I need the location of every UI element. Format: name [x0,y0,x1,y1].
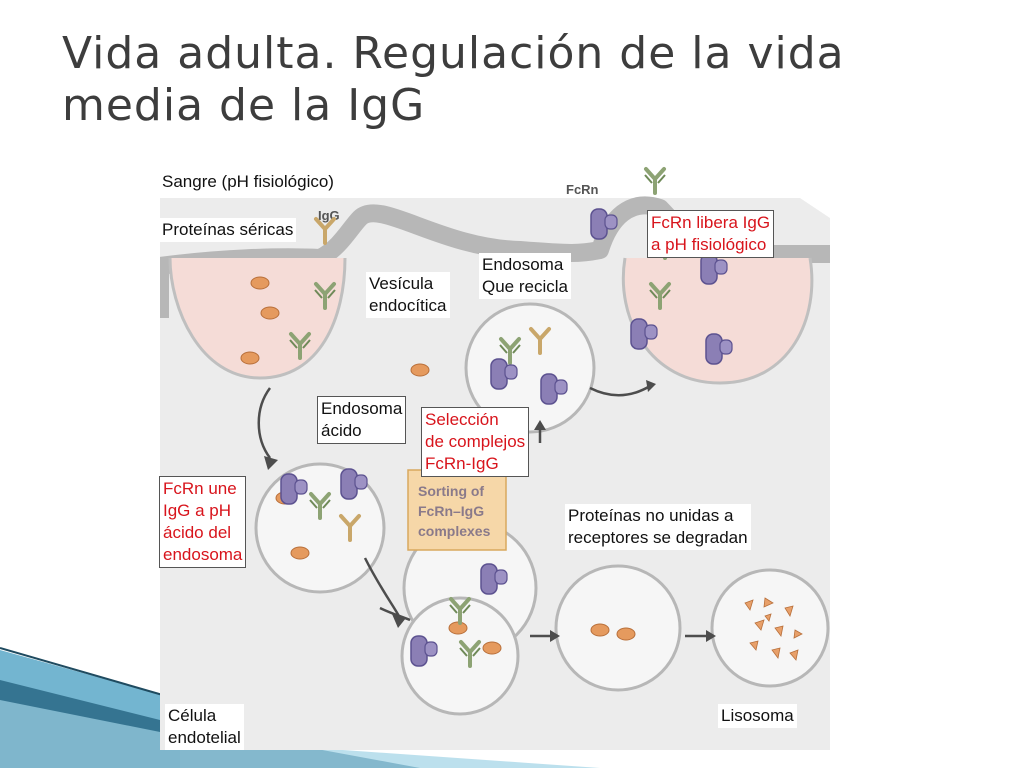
label-endocytic-vesicle: Vesícula endocítica [366,272,450,318]
label-recycling-endosome: Endosoma Que recicla [479,253,571,299]
igg-tag: IgG [318,208,340,223]
label-lysosome: Lisosoma [718,704,797,728]
late-endosome [554,564,682,692]
label-selection: Selección de complejos FcRn-IgG [421,407,530,477]
plasma-membrane [160,196,830,318]
exocytic-vesicle [621,257,814,385]
budding-endosome [400,596,520,716]
label-blood: Sangre (pH fisiológico) [159,170,337,194]
label-serum-proteins: Proteínas séricas [159,218,297,242]
pathway-arrows [257,384,708,638]
label-unbound-proteins: Proteínas no unidas a receptores se degr… [565,504,751,550]
page-title: Vida adulta. Regulación de la vida media… [62,28,845,131]
label-endothelial-cell: Célula endotelial [165,704,244,750]
sorting-box [407,469,507,551]
sorting-text-1: Sorting of [418,483,484,499]
label-fcrn-release: FcRn libera IgG a pH fisiológico [647,210,775,258]
sorting-text-3: complexes [418,523,491,539]
sorting-text-2: FcRn–IgG [418,503,484,519]
degraded-fragments [744,597,803,661]
label-fcrn-binds: FcRn une IgG a pH ácido del endosoma [159,476,247,568]
lysosome [710,568,830,688]
label-acid-endosome: Endosoma ácido [317,396,407,444]
arrow-heads [264,380,716,642]
fcrn-tag: FcRn [566,182,599,197]
recycling-endosome [464,302,596,434]
